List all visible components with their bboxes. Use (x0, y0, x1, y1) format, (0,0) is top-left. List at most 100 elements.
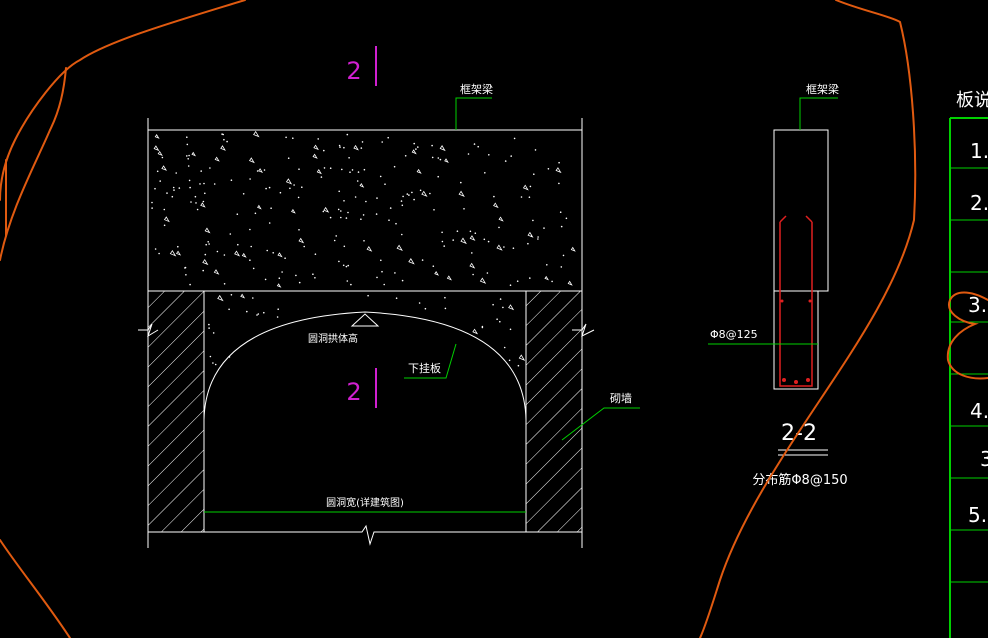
concrete-speck (186, 143, 189, 146)
section-mark-top: 2 (346, 57, 361, 85)
rebar-bar-top-left (780, 299, 784, 303)
concrete-aggregate (411, 149, 417, 155)
concrete-speck (477, 145, 480, 148)
concrete-speck (529, 277, 531, 279)
concrete-speck (460, 181, 462, 184)
concrete-speck (208, 243, 210, 245)
concrete-aggregate (458, 190, 465, 197)
concrete-speck (496, 318, 498, 321)
concrete-speck (363, 240, 365, 242)
concrete-speck (173, 189, 175, 191)
concrete-speck (406, 193, 409, 195)
notes-table-header: 板说明 (956, 90, 988, 111)
concrete-speck (278, 277, 281, 280)
concrete-aggregate (444, 158, 449, 163)
concrete-speck (223, 254, 226, 256)
concrete-speck (389, 207, 392, 209)
concrete-aggregate (276, 283, 282, 288)
concrete-speck (285, 136, 287, 139)
concrete-speck (298, 229, 300, 231)
concrete-aggregate (204, 227, 211, 234)
concrete-speck (208, 323, 210, 326)
concrete-aggregate (163, 216, 170, 223)
concrete-speck (268, 186, 271, 189)
concrete-texture (151, 130, 576, 288)
concrete-speck (189, 186, 191, 189)
concrete-speck (163, 208, 166, 211)
concrete-speck (424, 307, 427, 310)
concrete-aggregate (234, 250, 241, 257)
concrete-speck (504, 160, 507, 162)
concrete-speck (395, 222, 397, 225)
concrete-speck (487, 240, 490, 243)
concrete-aggregate (469, 262, 476, 269)
concrete-speck (472, 273, 474, 276)
concrete-speck (345, 217, 348, 219)
concrete-speck (228, 308, 230, 311)
concrete-speck (343, 200, 345, 202)
concrete-aggregate (253, 130, 260, 138)
concrete-speck (320, 176, 323, 178)
rebar-bar-bottom-right (806, 378, 810, 382)
concrete-aggregate (439, 145, 446, 152)
concrete-speck (279, 191, 282, 194)
concrete-speck (178, 187, 181, 189)
concrete-speck (303, 245, 306, 248)
concrete-speck (186, 155, 188, 157)
concrete-speck (527, 242, 529, 245)
concrete-speck (360, 147, 363, 149)
concrete-speck (263, 311, 265, 314)
concrete-speck (203, 182, 205, 185)
concrete-aggregate (285, 178, 293, 185)
concrete-speck (421, 259, 424, 261)
concrete-speck (236, 213, 239, 215)
concrete-speck (284, 257, 286, 260)
concrete-speck (509, 284, 512, 287)
concrete-speck (343, 245, 346, 248)
concrete-speck (226, 140, 228, 143)
concrete-speck (263, 169, 266, 171)
concrete-speck (298, 168, 300, 170)
concrete-aggregate (472, 328, 479, 335)
elevation-view: 圆洞宽(详建筑图) 圆洞拱体高 2 2 框架梁 下挂板 砌墙 (138, 46, 640, 548)
concrete-speck (388, 219, 390, 221)
concrete-speck (408, 194, 410, 196)
concrete-speck (537, 238, 539, 240)
concrete-speck (469, 230, 472, 233)
concrete-speck (444, 296, 446, 299)
concrete-speck (252, 267, 255, 270)
concrete-speck (249, 178, 251, 180)
concrete-speck (154, 248, 157, 250)
concrete-aggregate (555, 167, 562, 174)
concrete-speck (212, 332, 215, 334)
concrete-aggregate (313, 144, 319, 151)
concrete-speck (417, 146, 419, 148)
concrete-speck (317, 138, 320, 140)
concrete-speck (297, 196, 300, 199)
concrete-speck (441, 231, 443, 234)
concrete-aggregate (460, 237, 467, 245)
concrete-speck (404, 155, 407, 157)
concrete-speck (360, 218, 362, 220)
concrete-speck (546, 264, 548, 266)
concrete-speck (517, 364, 520, 367)
concrete-speck (349, 171, 351, 173)
concrete-speck (520, 196, 523, 198)
concrete-aggregate (213, 269, 220, 275)
concrete-aggregate (258, 168, 264, 174)
concrete-aggregate (479, 277, 487, 284)
concrete-speck (379, 175, 382, 178)
concrete-speck (184, 267, 186, 269)
concrete-speck (558, 161, 560, 164)
concrete-speck (380, 259, 382, 262)
freehand-stroke-bottom-left (0, 539, 71, 638)
concrete-speck (161, 156, 164, 159)
concrete-speck (345, 265, 348, 268)
concrete-speck (534, 149, 537, 151)
rebar-spacing-label: Φ8@125 (710, 328, 758, 341)
concrete-speck (171, 195, 174, 198)
concrete-speck (209, 167, 211, 169)
freehand-loop-left (0, 0, 246, 201)
concrete-speck (418, 302, 421, 304)
concrete-speck (212, 362, 214, 364)
